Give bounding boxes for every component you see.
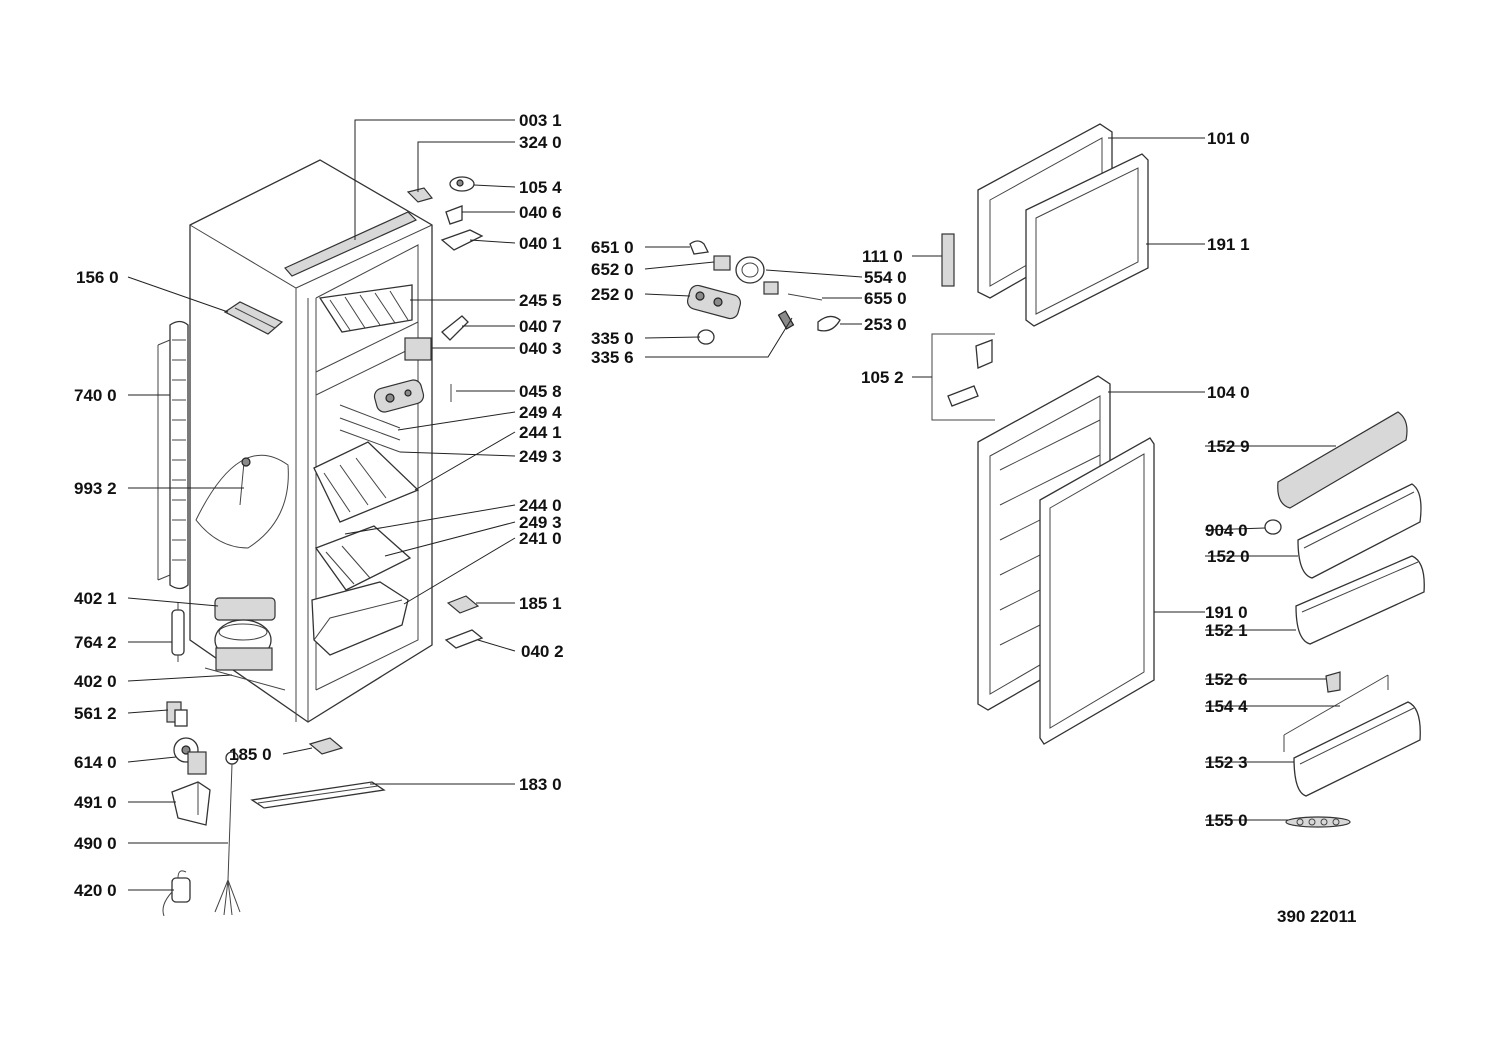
- label-655-0: 655 0: [864, 289, 907, 308]
- small-hinges: [404, 176, 484, 649]
- egg-tray: [1285, 816, 1351, 828]
- label-652-0: 652 0: [591, 260, 634, 279]
- label-402-0: 402 0: [74, 672, 117, 691]
- dairy-compartment: [1277, 411, 1408, 509]
- label-249-3-lower: 249 3: [519, 513, 562, 532]
- label-241-0: 241 0: [519, 529, 562, 548]
- label-045-8: 045 8: [519, 382, 562, 401]
- label-740-0: 740 0: [74, 386, 117, 405]
- top-cover: [284, 211, 418, 277]
- relay-cover: [171, 781, 211, 826]
- evaporator-panel: [157, 320, 189, 590]
- label-614-0: 614 0: [74, 753, 117, 772]
- door-bin-lower: [1293, 701, 1421, 797]
- leader-lines: [127, 119, 1340, 891]
- door-bin-middle: [1295, 555, 1425, 645]
- power-cord: [214, 751, 241, 916]
- base-rail: [250, 781, 386, 809]
- label-561-2: 561 2: [74, 704, 117, 723]
- crisper-drawer: [311, 581, 409, 656]
- thermostat-housing: [373, 379, 425, 413]
- label-003-1: 003 1: [519, 111, 562, 130]
- label-104-0: 104 0: [1207, 383, 1250, 402]
- drawing-number: 390 22011: [1277, 907, 1356, 926]
- label-764-2: 764 2: [74, 633, 117, 652]
- lamp-thermostat-parts: [686, 240, 841, 345]
- label-152-0: 152 0: [1207, 547, 1250, 566]
- thermostat-knob-assembly: [173, 737, 207, 775]
- label-105-4: 105 4: [519, 178, 562, 197]
- label-244-0: 244 0: [519, 496, 562, 515]
- door-bin-upper: [1297, 483, 1422, 579]
- glass-shelf-upper: [313, 441, 420, 523]
- label-185-1: 185 1: [519, 594, 562, 613]
- glass-shelf-lower: [314, 525, 412, 591]
- label-040-7: 040 7: [519, 317, 562, 336]
- door-hinge-set: [931, 333, 995, 421]
- compressor: [204, 597, 286, 691]
- floor-plates: [308, 595, 480, 755]
- label-993-2: 993 2: [74, 479, 117, 498]
- label-105-2: 105 2: [861, 368, 904, 387]
- label-040-2: 040 2: [521, 642, 564, 661]
- label-152-9: 152 9: [1207, 437, 1250, 456]
- part-labels: 003 1 324 0 105 4 040 6 040 1 156 0 245 …: [74, 111, 1356, 926]
- label-040-1: 040 1: [519, 234, 562, 253]
- label-155-0: 155 0: [1205, 811, 1248, 830]
- label-335-6: 335 6: [591, 348, 634, 367]
- label-244-1: 244 1: [519, 423, 562, 442]
- label-183-0: 183 0: [519, 775, 562, 794]
- label-185-0: 185 0: [229, 745, 272, 764]
- label-191-1: 191 1: [1207, 235, 1250, 254]
- label-245-5: 245 5: [519, 291, 562, 310]
- fridge-shelf-rails: [339, 404, 401, 453]
- label-101-0: 101 0: [1207, 129, 1250, 148]
- relay: [166, 701, 188, 727]
- label-152-1: 152 1: [1205, 621, 1248, 640]
- freezer-grid-shelf: [318, 284, 413, 333]
- label-111-0: 111 0: [862, 247, 903, 266]
- label-420-0: 420 0: [74, 881, 117, 900]
- label-490-0: 490 0: [74, 834, 117, 853]
- label-554-0: 554 0: [864, 268, 907, 287]
- fridge-door-gasket: [1039, 437, 1155, 745]
- freezer-door-gasket: [1025, 153, 1149, 327]
- label-249-4: 249 4: [519, 403, 562, 422]
- label-252-0: 252 0: [591, 285, 634, 304]
- start-capacitor: [162, 870, 191, 917]
- drain-area-detail: [195, 454, 289, 549]
- label-402-1: 402 1: [74, 589, 117, 608]
- label-152-6: 152 6: [1205, 670, 1248, 689]
- label-324-0: 324 0: [519, 133, 562, 152]
- label-253-0: 253 0: [864, 315, 907, 334]
- label-335-0: 335 0: [591, 329, 634, 348]
- label-491-0: 491 0: [74, 793, 117, 812]
- capacitor: [171, 602, 185, 662]
- hinge-cover: [941, 233, 955, 287]
- bottle-retainer: [1283, 671, 1389, 752]
- label-156-0: 156 0: [76, 268, 119, 287]
- label-154-4: 154 4: [1205, 697, 1248, 716]
- label-191-0: 191 0: [1205, 603, 1248, 622]
- label-152-3: 152 3: [1205, 753, 1248, 772]
- label-249-3-upper: 249 3: [519, 447, 562, 466]
- label-040-3: 040 3: [519, 339, 562, 358]
- ice-tray: [223, 301, 284, 335]
- label-040-6: 040 6: [519, 203, 562, 222]
- label-651-0: 651 0: [591, 238, 634, 257]
- door-knob: [1264, 519, 1282, 535]
- label-904-0: 904 0: [1205, 521, 1248, 540]
